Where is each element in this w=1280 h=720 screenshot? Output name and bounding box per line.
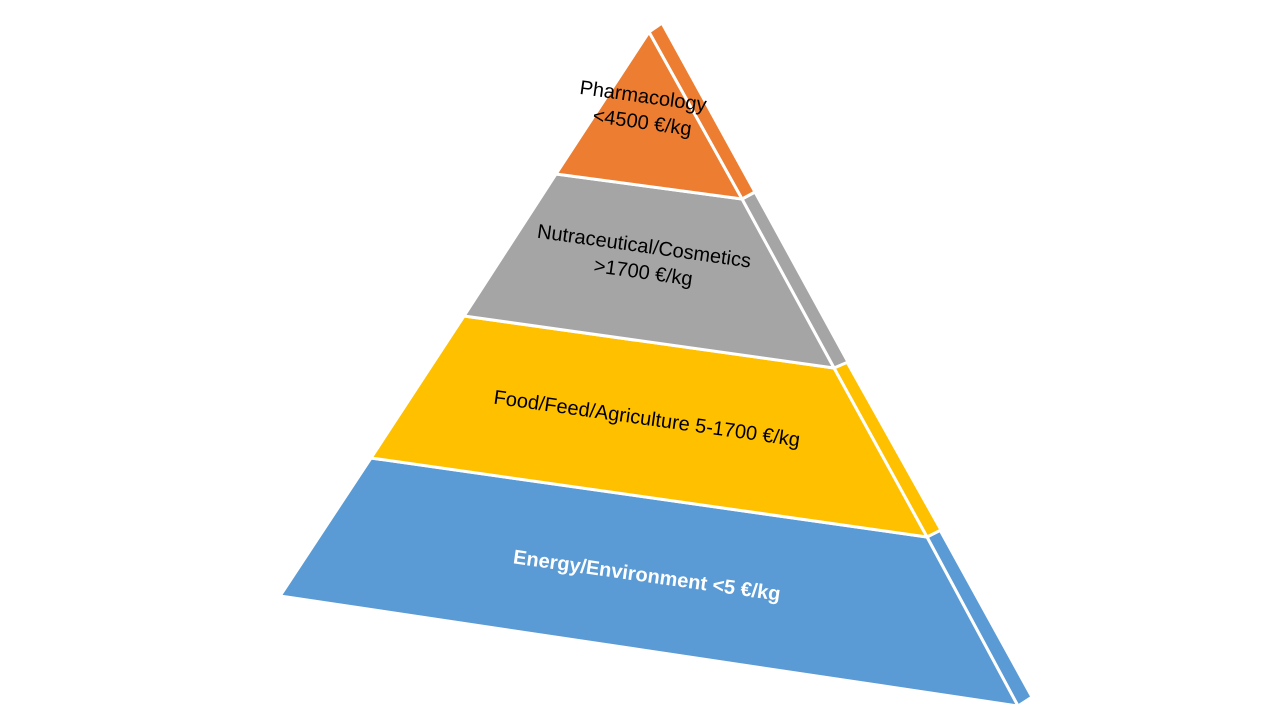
tier-pharmacology-face (554, 30, 744, 201)
